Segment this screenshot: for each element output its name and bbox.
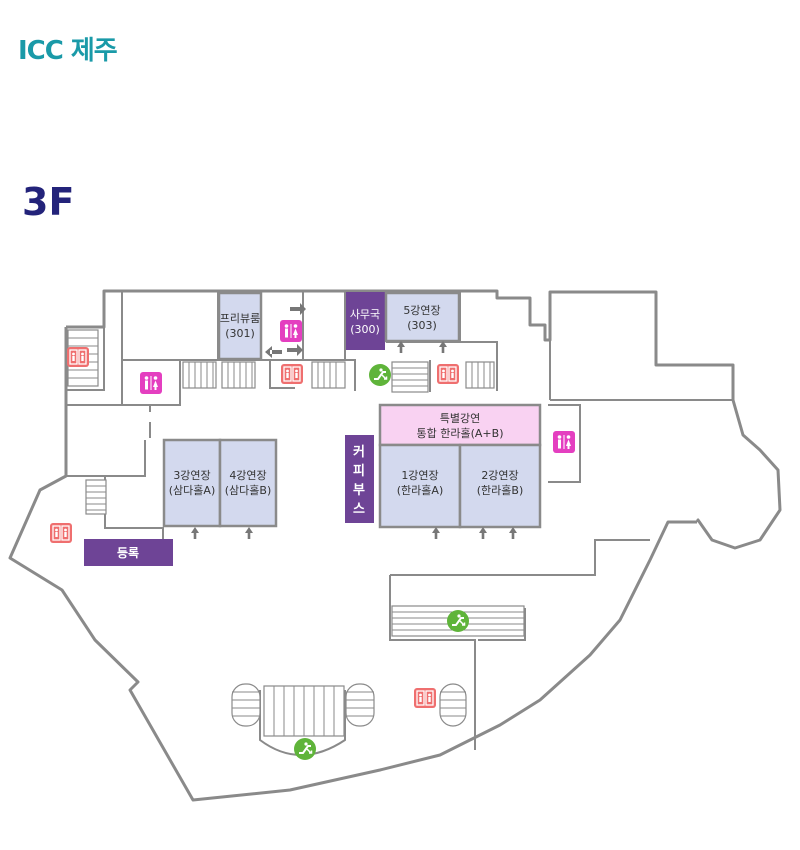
room-hall1-name: 1강연장: [401, 469, 438, 482]
registration-desk: 등록: [84, 539, 173, 566]
room-hall4-name: 4강연장: [229, 469, 266, 482]
room-hall3-name: 3강연장: [173, 469, 210, 482]
room-preview-301-name: 프리뷰룸: [220, 312, 260, 325]
room-preview-301-number: (301): [225, 327, 255, 340]
elevator-icon: [280, 363, 304, 385]
floor-label: 3F: [22, 180, 75, 224]
room-hall4: 4강연장 (삼다홀B): [218, 438, 278, 528]
room-hall5-303: 5강연장 (303): [384, 291, 461, 343]
coffee-booth-char-4: 스: [353, 502, 365, 517]
room-hall1-sub: (한라홀A): [397, 484, 443, 497]
room-office-300-name: 사무국: [350, 308, 380, 321]
coffee-booth: 커 피 부 스: [345, 435, 374, 523]
room-hall3-sub: (삼다홀A): [169, 484, 215, 497]
elevator-icon: [66, 346, 90, 368]
room-special-lecture-sub: 통합 한라홀(A+B): [417, 427, 504, 440]
room-hall2-name: 2강연장: [481, 469, 518, 482]
room-hall2: 2강연장 (한라홀B): [458, 443, 542, 529]
room-special-lecture: 특별강연 통합 한라홀(A+B): [378, 403, 542, 447]
coffee-booth-char-2: 피: [353, 464, 365, 479]
room-special-lecture-name: 특별강연: [440, 412, 480, 425]
room-hall5-303-name: 5강연장: [403, 304, 440, 317]
elevator-icon: [49, 522, 73, 544]
escalator-icon: [446, 609, 470, 633]
room-hall2-sub: (한라홀B): [477, 484, 524, 497]
coffee-booth-char-3: 부: [353, 483, 365, 498]
elevator-icon: [413, 687, 437, 709]
elevator-icon: [436, 363, 460, 385]
room-hall1: 1강연장 (한라홀A): [378, 443, 462, 529]
venue-title: ICC 제주: [18, 36, 118, 66]
coffee-booth-char-1: 커: [353, 445, 365, 460]
restroom-icon: [139, 371, 163, 395]
escalator-icon: [293, 737, 317, 761]
restroom-icon: [279, 319, 303, 343]
registration-label: 등록: [117, 545, 139, 560]
entrance-arrow-icon: [191, 303, 517, 539]
room-hall5-303-number: (303): [407, 319, 437, 332]
escalator-icon: [368, 363, 392, 387]
restroom-icon: [552, 430, 576, 454]
room-hall4-sub: (삼다홀B): [225, 484, 272, 497]
room-office-300: 사무국 (300): [346, 292, 385, 350]
room-office-300-number: (300): [350, 323, 380, 336]
room-preview-301: 프리뷰룸 (301): [217, 291, 263, 361]
room-hall3: 3강연장 (삼다홀A): [162, 438, 222, 528]
